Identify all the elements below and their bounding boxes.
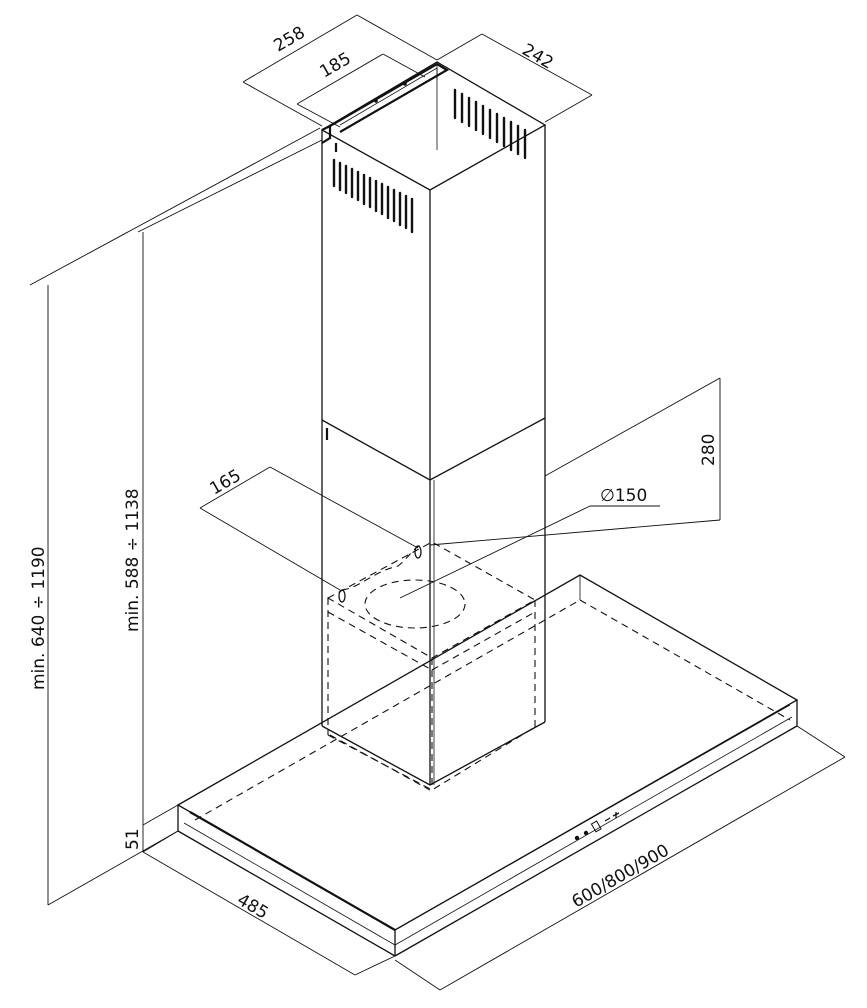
light-button[interactable] — [583, 830, 589, 836]
dim-hood-depth: 485 — [234, 890, 272, 924]
dim-hood-width: 600/800/900 — [569, 841, 673, 913]
speed-display — [590, 820, 602, 833]
mounting-screws — [338, 545, 422, 603]
minus-button[interactable] — [604, 817, 611, 822]
dim-canopy-thickness: 51 — [123, 828, 143, 850]
dim-motor-height: 280 — [699, 434, 719, 466]
lower-chimney — [321, 418, 546, 786]
dim-bracket-spacing: 185 — [317, 49, 355, 83]
dimension-lines — [29, 14, 846, 991]
canopy-hidden — [194, 599, 791, 821]
dimension-labels: 258 185 242 min. 640 ÷ 1190 min. 588 ÷ 1… — [29, 23, 719, 924]
front-vent-slots — [332, 158, 414, 234]
canopy — [176, 574, 799, 957]
dim-chimney-height: min. 588 ÷ 1138 — [123, 488, 143, 632]
power-button[interactable] — [574, 835, 580, 841]
dim-chimney-width: 258 — [271, 23, 309, 57]
control-panel — [574, 812, 620, 841]
rear-vent-slots — [453, 88, 527, 160]
dim-duct-diameter: ∅150 — [600, 486, 647, 506]
dim-chimney-depth: 242 — [519, 40, 557, 74]
dim-total-height: min. 640 ÷ 1190 — [29, 546, 49, 690]
motor-box-hidden — [326, 541, 537, 791]
dim-duct-offset: 165 — [207, 466, 245, 500]
